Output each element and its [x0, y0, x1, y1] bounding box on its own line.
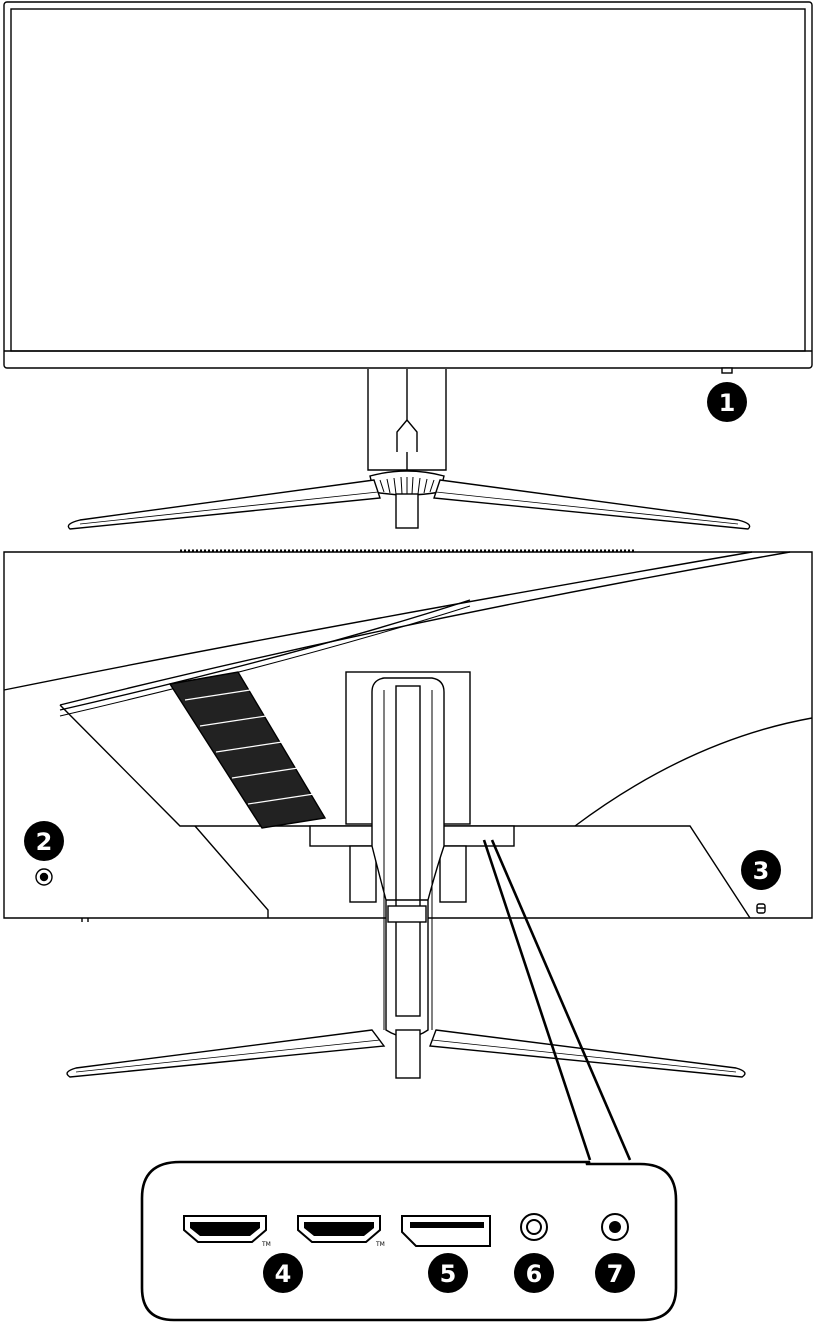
svg-text:7: 7 [607, 1260, 624, 1288]
callout-badge-4: 4 [263, 1253, 303, 1293]
callout-badges: 1 2 3 4 5 6 7 [24, 382, 781, 1293]
displayport-port [401, 1215, 491, 1247]
stand-post-front [395, 493, 419, 529]
callout-badge-5: 5 [428, 1253, 468, 1293]
monitor-front-screen [10, 8, 806, 352]
svg-text:6: 6 [526, 1260, 543, 1288]
power-button [721, 367, 733, 374]
callout-badge-7: 7 [595, 1253, 635, 1293]
stand-post-back [395, 1029, 421, 1079]
stand-leg-right-back [429, 1029, 746, 1078]
svg-text:5: 5 [440, 1260, 457, 1288]
front-view [3, 1, 813, 530]
svg-text:2: 2 [36, 828, 53, 856]
callout-badge-2: 2 [24, 821, 64, 861]
callout-leaders [482, 839, 632, 1161]
ports-inset: TM TM [140, 1160, 678, 1322]
hdmi-trademark-2: TM [375, 1241, 385, 1248]
callout-badge-3: 3 [741, 850, 781, 890]
stand-leg-left-front [67, 479, 381, 530]
svg-text:1: 1 [719, 389, 736, 417]
back-view [3, 549, 813, 1079]
svg-text:4: 4 [275, 1260, 292, 1288]
rear-vent-mesh [168, 671, 327, 829]
svg-text:3: 3 [753, 857, 770, 885]
callout-badge-1: 1 [707, 382, 747, 422]
stand-leg-right-front [433, 479, 751, 530]
callout-badge-6: 6 [514, 1253, 554, 1293]
hdmi-trademark-1: TM [261, 1241, 271, 1248]
stand-leg-left-back [66, 1029, 386, 1078]
